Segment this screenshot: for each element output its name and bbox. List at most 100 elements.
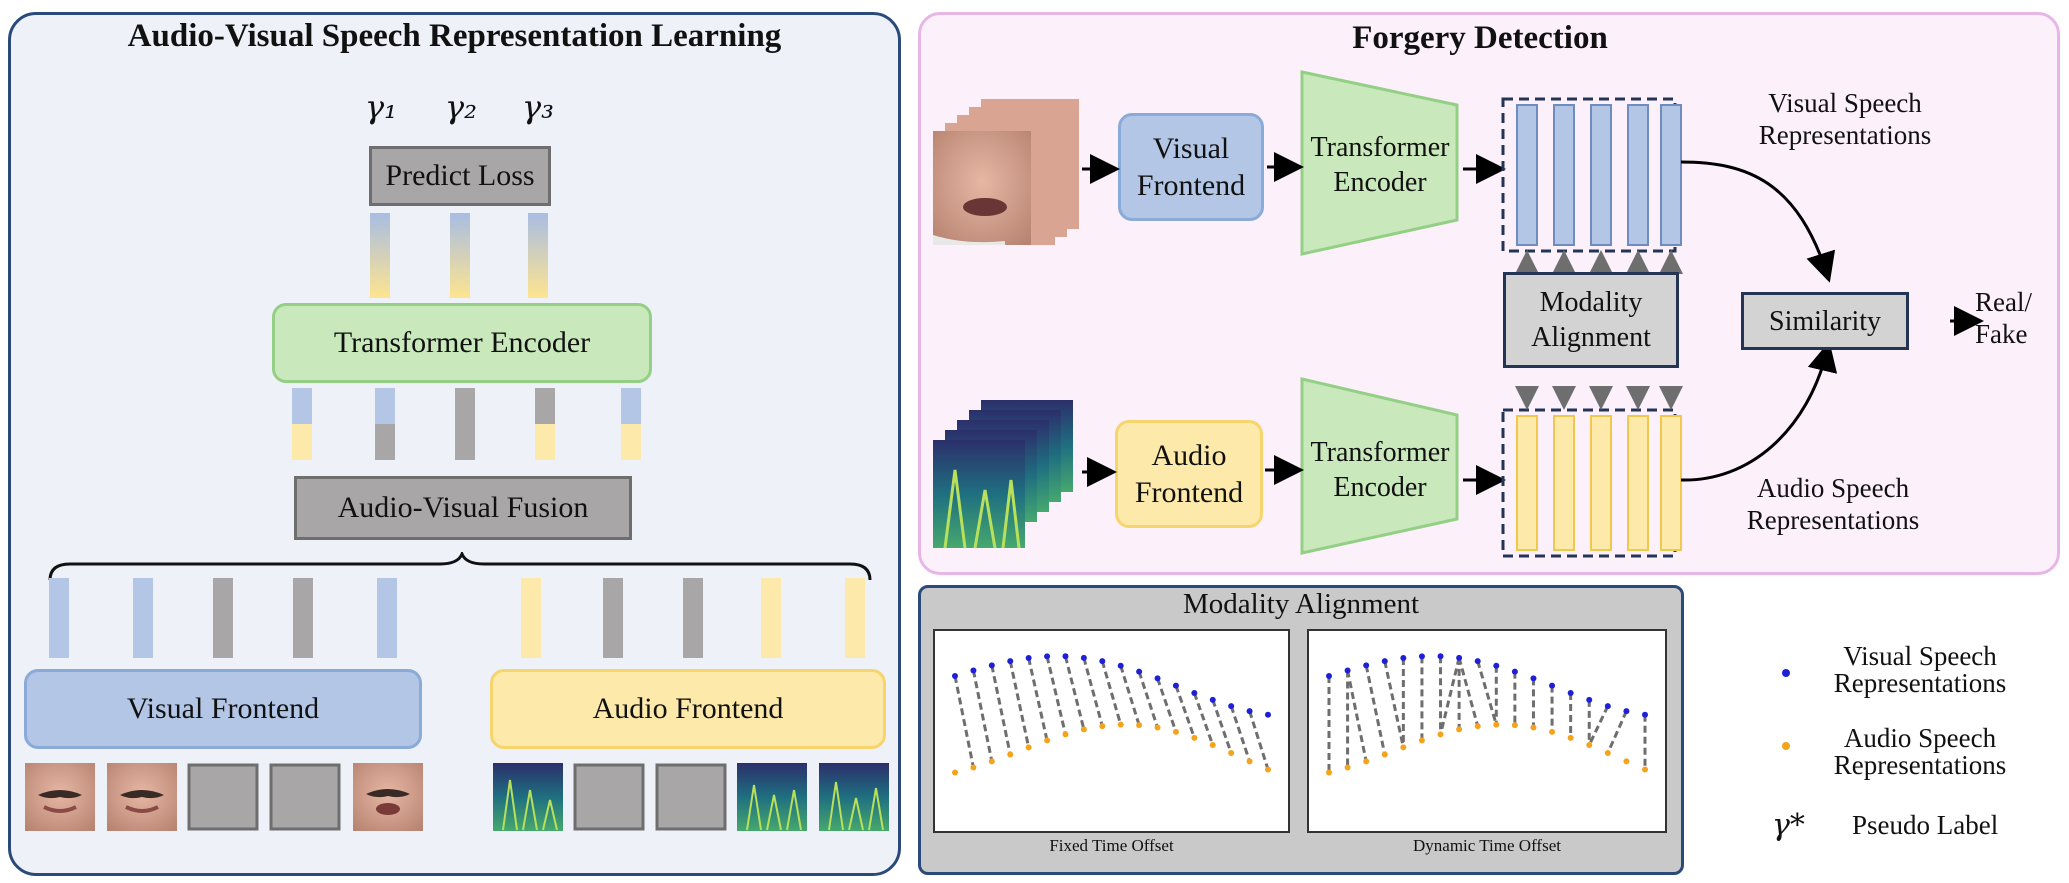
audio-dot	[1530, 724, 1537, 731]
audio-dot	[1062, 731, 1069, 738]
pretrain-transformer-encoder: Transformer Encoder	[272, 303, 652, 383]
audio-dot	[1381, 751, 1388, 758]
audio-dot	[1456, 726, 1463, 733]
visual-dot	[1099, 658, 1106, 665]
audio-dot-icon	[1782, 742, 1790, 750]
legend-pseudo-label: Pseudo Label	[1852, 810, 1999, 840]
frontend-token-bars	[49, 578, 865, 658]
visual-dot	[1363, 662, 1370, 669]
audio-dot	[1586, 742, 1593, 749]
alignment-link	[990, 665, 1012, 755]
audio-dot	[1437, 731, 1444, 738]
audio-frontend-box: Audio Frontend	[1115, 420, 1263, 528]
visual-dot	[970, 667, 977, 674]
audio-dot	[1228, 750, 1235, 757]
spectrogram-tile-3	[819, 763, 889, 831]
dynamic-offset-plot	[1307, 629, 1667, 833]
visual-dot	[1007, 658, 1014, 665]
visual-dot	[1326, 673, 1332, 679]
audio-dot	[1117, 721, 1124, 728]
alignment-link	[1119, 665, 1141, 726]
audio-dot	[1642, 766, 1648, 773]
masked-input-tiles	[25, 763, 889, 831]
mouth-image-2	[107, 763, 177, 831]
visual-dot	[1209, 696, 1216, 703]
mouth-image-1	[25, 763, 95, 831]
visual-dot	[1154, 675, 1161, 682]
audio-dot	[1493, 721, 1500, 728]
visual-dot	[1604, 703, 1611, 710]
alignment-link	[1476, 660, 1498, 726]
audio-dot	[1025, 744, 1032, 751]
spectrogram-frames-stack	[933, 400, 1073, 549]
audio-dot	[1044, 737, 1051, 744]
alignment-link	[1008, 660, 1031, 748]
audio-dot	[1326, 769, 1332, 776]
audio-dot	[1604, 750, 1611, 757]
spectrogram-tile-2	[737, 763, 807, 831]
alignment-link	[1383, 660, 1405, 748]
audio-dot	[1567, 734, 1574, 741]
legend-gamma-symbol: γ*	[1772, 808, 1805, 843]
visual-transformer-encoder-label: Transformer Encoder	[1310, 132, 1450, 198]
visual-dot	[1344, 667, 1351, 674]
masked-audio-tile-1	[573, 763, 645, 831]
visual-dot-icon	[1782, 669, 1790, 677]
visual-dot	[1044, 653, 1051, 660]
visual-repr-label: Visual Speech Representations	[1758, 88, 1932, 151]
visual-dot	[1172, 682, 1179, 689]
pretrain-audio-frontend: Audio Frontend	[490, 669, 886, 749]
gamma-1-label: γ₁	[365, 88, 397, 126]
gamma-3-label: γ₃	[522, 88, 554, 126]
visual-dot	[1025, 655, 1032, 662]
visual-dot	[1642, 711, 1648, 718]
visual-transformer-encoder-shape	[1300, 70, 1459, 256]
legend-visual-label: Visual Speech Representations	[1833, 641, 2007, 698]
visual-dot	[1567, 689, 1574, 696]
forgery-title: Forgery Detection	[1352, 20, 1608, 56]
alignment-link	[1174, 685, 1196, 739]
audio-dot	[970, 764, 977, 771]
alignment-link	[1082, 657, 1104, 727]
dynamic-offset-caption: Dynamic Time Offset	[1413, 836, 1561, 855]
alignment-link	[1211, 699, 1233, 754]
visual-dot	[1400, 655, 1407, 662]
audio-dot	[1246, 758, 1253, 765]
visual-dot	[1117, 662, 1124, 669]
alignment-link	[1045, 656, 1067, 735]
visual-dot	[1062, 653, 1069, 660]
visual-dot	[1246, 708, 1253, 715]
audio-dot	[1418, 737, 1425, 744]
audio-transformer-encoder-label: Transformer Encoder	[1310, 437, 1450, 503]
alignment-panel-title: Modality Alignment	[1182, 588, 1420, 620]
audio-dot	[1007, 751, 1014, 758]
predicted-token-bars	[370, 213, 548, 298]
audio-dot	[952, 769, 958, 776]
audio-dot	[1400, 744, 1407, 751]
pretraining-title: Audio-Visual Speech Representation Learn…	[127, 18, 782, 54]
visual-dot	[1418, 653, 1425, 660]
audio-dot	[1265, 766, 1271, 773]
forgery-flow-arrows	[1082, 97, 1984, 558]
alignment-link	[1587, 705, 1610, 746]
audio-dot	[1191, 734, 1198, 741]
masked-visual-tile-2	[269, 763, 341, 831]
audio-dot	[1172, 728, 1179, 735]
alignment-link	[1439, 657, 1461, 735]
visual-dot	[1136, 668, 1143, 675]
alignment-link	[1248, 710, 1270, 770]
alignment-link	[1027, 657, 1049, 741]
visual-dot	[1493, 662, 1500, 669]
alignment-link	[1346, 670, 1368, 762]
audio-dot	[988, 758, 995, 765]
audio-dot	[1080, 726, 1087, 733]
audio-dot	[1549, 728, 1556, 735]
alignment-link	[971, 670, 994, 762]
visual-dot	[1623, 708, 1630, 715]
audio-dot	[1136, 722, 1143, 729]
face-frames-stack	[933, 99, 1079, 245]
alignment-link	[1137, 671, 1159, 729]
visual-dot	[1080, 654, 1087, 661]
alignment-link	[1457, 657, 1480, 727]
audio-dot	[1209, 742, 1216, 749]
